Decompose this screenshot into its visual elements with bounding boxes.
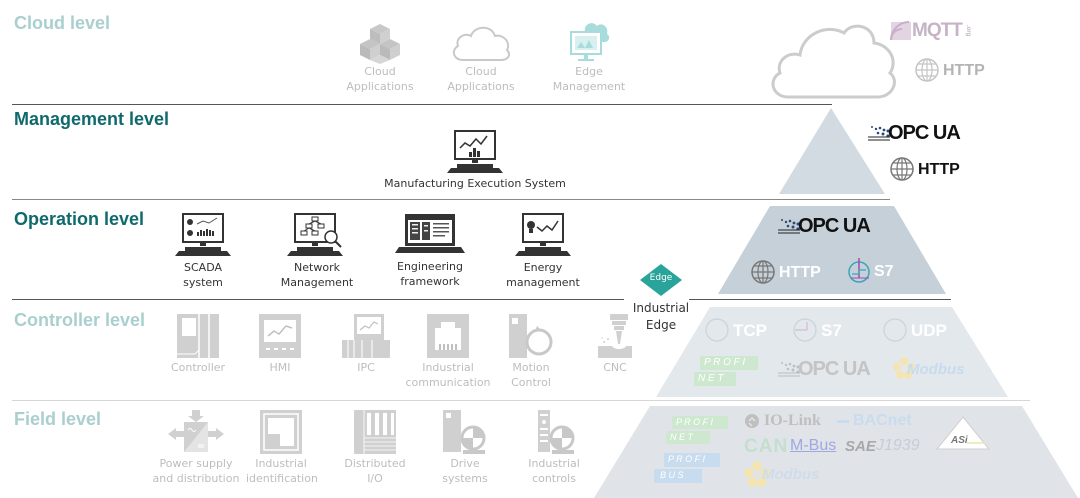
ipc-icon xyxy=(342,314,390,358)
opcua-dots-icon xyxy=(778,219,800,234)
pyramid-tier-operation xyxy=(718,206,946,294)
separator-controller-field xyxy=(12,400,1030,401)
profibus-logo-field: P R O F I B U S xyxy=(654,453,720,485)
level-title-management: Management level xyxy=(14,109,170,129)
field-item-industrial-identification[interactable]: Industrial identification xyxy=(246,410,318,486)
management-item-mes[interactable]: Manufacturing Execution System xyxy=(370,130,580,191)
level-title-controller: Controller level xyxy=(14,310,146,330)
s7-icon xyxy=(848,258,870,283)
cloud-item-edge-management[interactable]: Edge Management xyxy=(544,18,634,94)
level-title-operation: Operation level xyxy=(14,209,145,229)
cloud-icon xyxy=(452,26,510,61)
globe-icon xyxy=(890,157,914,181)
globe-icon xyxy=(751,260,775,284)
energy-monitor-icon xyxy=(515,213,571,256)
controller-item-cnc[interactable]: CNC xyxy=(590,314,640,375)
separator-operation-controller-right xyxy=(689,299,951,300)
modbus-flower-icon xyxy=(893,357,915,379)
modbus-flower-icon xyxy=(744,461,770,487)
iolink-icon xyxy=(745,414,759,428)
asi-triangle-icon xyxy=(935,416,991,450)
ethernet-port-icon xyxy=(427,314,469,358)
udp-icon xyxy=(883,318,907,342)
industrial-controls-icon xyxy=(538,410,575,454)
tcp-icon xyxy=(705,318,729,342)
engineering-laptop-icon xyxy=(395,214,465,253)
separator-operation-controller-left xyxy=(12,299,624,300)
globe-icon xyxy=(915,58,939,82)
field-item-distributed-io[interactable]: Distributed I/O xyxy=(338,410,412,486)
cloud-item-cloud-applications-1[interactable]: Cloud Applications xyxy=(340,22,420,94)
separator-management-operation xyxy=(12,199,890,200)
rfid-icon xyxy=(260,410,302,454)
sae-logo: SAE xyxy=(845,438,876,455)
field-item-industrial-controls[interactable]: Industrial controls xyxy=(522,410,586,486)
distributed-io-icon xyxy=(354,410,396,454)
operation-item-scada[interactable]: SCADA system xyxy=(170,213,236,290)
pyramid-tier-management xyxy=(779,108,885,194)
j1939-logo: J1939 xyxy=(876,437,920,454)
operation-item-engineering-framework[interactable]: Engineering framework xyxy=(390,213,470,289)
field-item-power-supply[interactable]: Power supply and distribution xyxy=(148,410,244,486)
cnc-drill-icon xyxy=(598,314,632,358)
industrial-edge-badge[interactable]: Edge xyxy=(640,264,682,296)
hmi-icon xyxy=(259,314,301,358)
boxes-icon xyxy=(360,24,400,64)
scada-monitor-icon xyxy=(175,213,231,256)
mes-monitor-icon xyxy=(447,130,503,173)
mqtt-waves-icon xyxy=(890,21,911,41)
operation-item-energy-management[interactable]: Energy management xyxy=(500,213,586,290)
separator-cloud-management xyxy=(12,104,832,105)
controller-icon xyxy=(177,314,219,358)
profinet-logo-controller: P R O F I N E T xyxy=(694,356,758,386)
pyramid-tier-controller xyxy=(656,307,1008,397)
opcua-dots-icon xyxy=(868,126,890,141)
asi-logo: ASi xyxy=(935,416,991,451)
mqtt-logo: MQTT .org xyxy=(890,20,981,42)
controller-item-hmi[interactable]: HMI xyxy=(250,314,310,375)
field-item-drive-systems[interactable]: Drive systems xyxy=(436,410,494,486)
industrial-edge-label: Industrial Edge xyxy=(632,301,690,332)
motion-control-icon xyxy=(509,314,553,358)
controller-item-industrial-communication[interactable]: Industrial communication xyxy=(400,314,496,390)
power-supply-icon xyxy=(168,410,224,452)
operation-item-network-management[interactable]: Network Management xyxy=(272,213,362,290)
drive-icon xyxy=(443,410,486,454)
mbus-logo: M-Bus xyxy=(790,437,837,454)
edge-diamond-icon xyxy=(640,264,682,296)
network-monitor-icon xyxy=(287,213,343,256)
profinet-logo-field: P R O F I N E T xyxy=(666,416,728,446)
large-cloud-icon xyxy=(771,24,896,99)
can-logo: CAN xyxy=(744,436,789,457)
level-title-field: Field level xyxy=(14,409,102,429)
level-title-cloud: Cloud level xyxy=(14,13,111,33)
controller-item-ipc[interactable]: IPC xyxy=(334,314,398,375)
opcua-dots-icon xyxy=(778,362,800,377)
controller-item-motion-control[interactable]: Motion Control xyxy=(503,314,559,390)
s7-icon xyxy=(793,318,817,342)
cloud-item-cloud-applications-2[interactable]: Cloud Applications xyxy=(441,22,521,94)
controller-item-controller[interactable]: Controller xyxy=(163,314,233,375)
edge-management-icon xyxy=(570,23,610,61)
